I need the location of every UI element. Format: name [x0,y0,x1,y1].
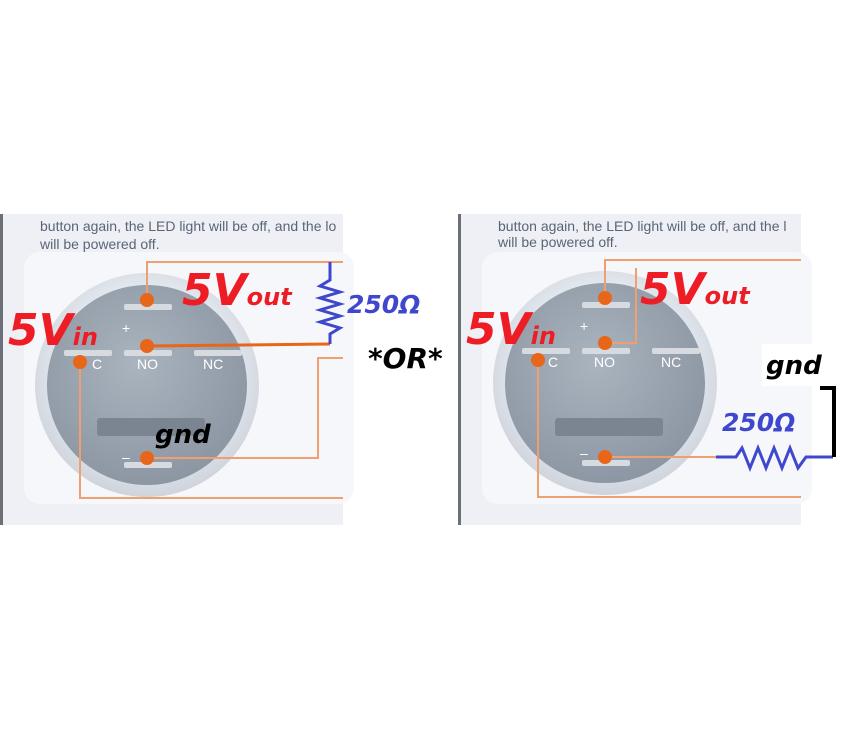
terminal-nc [652,348,700,354]
wire-vout [605,268,637,344]
label-5v-out: 5Vout [640,264,751,315]
wire-vin [537,360,801,498]
label-gnd: gnd [766,351,822,381]
pin-label-c: C [548,354,558,370]
wire-gnd [147,357,343,459]
terminal-no [124,350,172,356]
pin-dot-c [73,355,87,369]
photo-edge [458,214,461,525]
caption-line-1: button again, the LED light will be off,… [40,218,336,234]
caption-line-2: will be powered off. [39,236,160,252]
gnd-label-background [762,344,834,386]
pin-label-minus: – [580,445,588,461]
wire-no-to-resistor [146,342,331,348]
label-gnd: gnd [155,420,211,450]
resistor-symbol [716,443,833,473]
label-resistor: 250Ω [347,290,420,319]
label-resistor: 250Ω [722,408,795,437]
pin-label-no: NO [594,354,615,370]
caption-line-2: will be powered off. [497,234,618,250]
resistor-symbol [314,262,346,344]
switch-slot [555,418,663,436]
terminal-plus [582,302,630,308]
pin-dot-minus [140,451,154,465]
switch-slot [97,418,205,436]
terminal-nc [194,350,242,356]
panel-left: button again, the LED light will be off,… [0,214,420,525]
pin-dot-no [140,339,154,353]
pin-label-nc: NC [661,354,681,370]
terminal-no [582,348,630,354]
panel-right: button again, the LED light will be off,… [458,214,836,525]
photo-edge [0,214,3,525]
pin-dot-plus [140,293,154,307]
pin-dot-plus [598,291,612,305]
pin-dot-minus [598,450,612,464]
terminal-plus [124,304,172,310]
pin-label-nc: NC [203,356,223,372]
terminal-minus [124,462,172,468]
wire-vout [146,261,343,300]
terminal-c [522,348,570,354]
pin-dot-c [531,353,545,367]
pin-label-minus: – [122,449,130,465]
label-5v-in: 5Vin [466,304,556,355]
label-5v-out: 5Vout [182,265,293,316]
pin-label-plus: + [122,320,130,336]
wire-vin [79,362,343,499]
label-5v-in: 5Vin [8,305,98,356]
ground-wire [820,386,836,457]
wire-plus [604,259,801,298]
pin-label-c: C [92,356,102,372]
pin-dot-no [598,336,612,350]
caption-line-1: button again, the LED light will be off,… [498,218,787,234]
terminal-c [64,350,112,356]
pin-label-no: NO [137,356,158,372]
pin-label-plus: + [580,318,588,334]
or-separator: *OR* [368,342,443,375]
